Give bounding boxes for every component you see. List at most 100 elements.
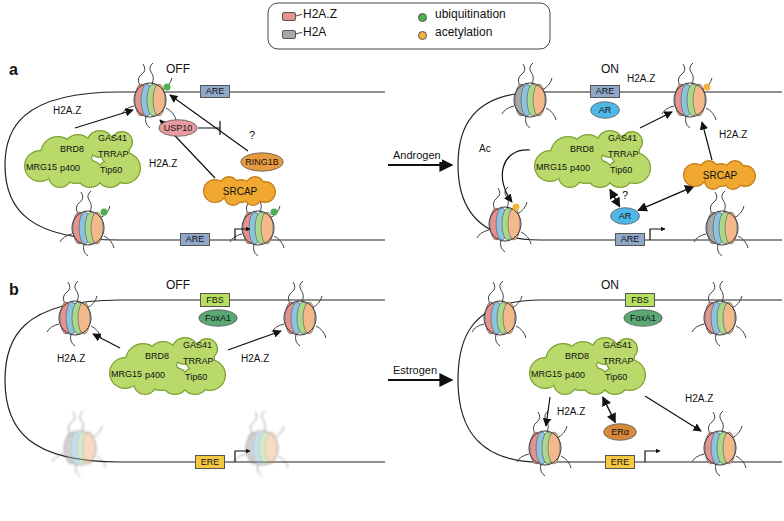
node-label: SRCAP (223, 186, 257, 197)
complex-node: MRG15BRD8p400GAS41TRRAPTip60 (20, 128, 145, 190)
complex-subunit: TRRAP (183, 356, 214, 367)
protein-node: AR (590, 101, 620, 119)
ellipse-outline (159, 120, 197, 137)
blob-fill (97, 161, 123, 187)
nucleosome-faded (234, 411, 288, 476)
protein-node: FoxA1 (623, 309, 663, 327)
interaction-arrow (610, 190, 620, 207)
ellipse-outline (591, 102, 620, 119)
protein-node: SRCAP (203, 176, 277, 206)
treatment-arrow (388, 379, 452, 381)
ellipse-outline (199, 310, 237, 327)
complex-subunit: p400 (145, 370, 165, 381)
nucleosome-faded (52, 411, 106, 476)
dna-element-box: FBS (200, 293, 230, 307)
node-label: FoxA1 (630, 313, 656, 324)
acetyl-dot (704, 84, 711, 91)
node-label: FoxA1 (205, 313, 231, 324)
nucleosome (694, 191, 748, 256)
legend-swatch (282, 12, 296, 21)
ubiquitin-dot (101, 209, 108, 216)
blob-fill (182, 368, 208, 394)
legend-text: ubiquitination (434, 7, 507, 22)
nucleosome (692, 411, 746, 476)
promoter-arrow (235, 451, 250, 462)
complex-subunit: p400 (570, 163, 590, 174)
blob-fill (587, 161, 613, 187)
nucleosome (47, 281, 101, 346)
treatment-arrow (388, 164, 452, 166)
exchange-arrow (75, 110, 133, 128)
dna-element-box: ERE (605, 455, 635, 469)
legend-text: acetylation (434, 25, 493, 40)
annotation-label: H2A.Z (56, 352, 86, 365)
inhibition-line (198, 121, 220, 135)
dna-element-box: ARE (180, 233, 210, 246)
protein-node: RING1B (240, 152, 284, 172)
ubiquitin-dot (164, 84, 171, 91)
node-label: FBS (631, 295, 649, 306)
panel-letter: b (8, 280, 20, 299)
node-label: USP10 (164, 123, 193, 134)
complex-subunit: MRG15 (536, 162, 567, 173)
complex-subunit: BRD8 (145, 351, 169, 362)
complex-subunit: BRD8 (565, 351, 589, 362)
complex-subunit: GAS41 (603, 340, 632, 351)
complex-subunit: Tip60 (100, 165, 122, 176)
exchange-arrow (702, 122, 712, 160)
dna-element-box: ARE (615, 233, 645, 246)
complex-subunit: GAS41 (183, 340, 212, 351)
blob-fill (602, 368, 628, 394)
nucleosome (517, 411, 571, 476)
blob-fill (582, 368, 608, 394)
nucleosome (472, 281, 526, 346)
complex-subunit: MRG15 (111, 369, 142, 380)
annotation-label: H2A.Z (240, 352, 270, 365)
annotation-label: Androgen (392, 148, 442, 162)
modification-dots (101, 84, 711, 216)
annotation-label: H2A.Z (556, 405, 586, 418)
ellipse-outline (611, 208, 640, 225)
annotation-label: H2A.Z (52, 104, 82, 117)
legend-frame (268, 3, 550, 49)
complex-node: MRG15BRD8p400GAS41TRRAPTip60 (105, 335, 230, 397)
annotation-label: OFF (165, 62, 191, 77)
annotation-label: H2A.Z (148, 157, 178, 170)
protein-node: FoxA1 (198, 309, 238, 327)
protein-node: SRCAP (683, 160, 757, 190)
legend-text: H2A.Z (302, 7, 338, 22)
complex-node: MRG15BRD8p400GAS41TRRAPTip60 (525, 335, 650, 397)
acetylation-arrow (502, 150, 530, 202)
nucleosome (477, 187, 531, 252)
node-label: ARE (596, 86, 615, 97)
complex-subunit: BRD8 (60, 144, 84, 155)
node-label: ARE (621, 234, 640, 245)
dna-element-box: ERE (195, 455, 225, 469)
nucleosomes (47, 63, 748, 476)
exchange-arrow (640, 112, 672, 128)
promoter-arrow (650, 229, 665, 240)
ubiquitin-dot (271, 209, 278, 216)
acetyl-dot (513, 204, 520, 211)
annotation-label: ON (600, 278, 620, 293)
node-label: AR (599, 105, 612, 116)
promoter-arrow (235, 229, 250, 240)
ellipse-outline (624, 310, 662, 327)
chromatin-fiber (5, 92, 782, 462)
node-label: FBS (206, 295, 224, 306)
ellipse-outline (241, 153, 283, 171)
node-label: ERE (201, 457, 220, 468)
legend-text: H2A (302, 25, 327, 40)
exchange-arrow (93, 334, 120, 348)
dna-element-box: ARE (590, 85, 620, 98)
exchange-arrow (228, 331, 281, 350)
node-label: ERE (611, 457, 630, 468)
complex-subunit: p400 (60, 163, 80, 174)
complex-subunit: TRRAP (603, 356, 634, 367)
exchange-arrow (546, 397, 550, 426)
annotation-label: OFF (165, 278, 191, 293)
arrows (75, 95, 712, 462)
complex-node: MRG15BRD8p400GAS41TRRAPTip60 (530, 128, 655, 190)
